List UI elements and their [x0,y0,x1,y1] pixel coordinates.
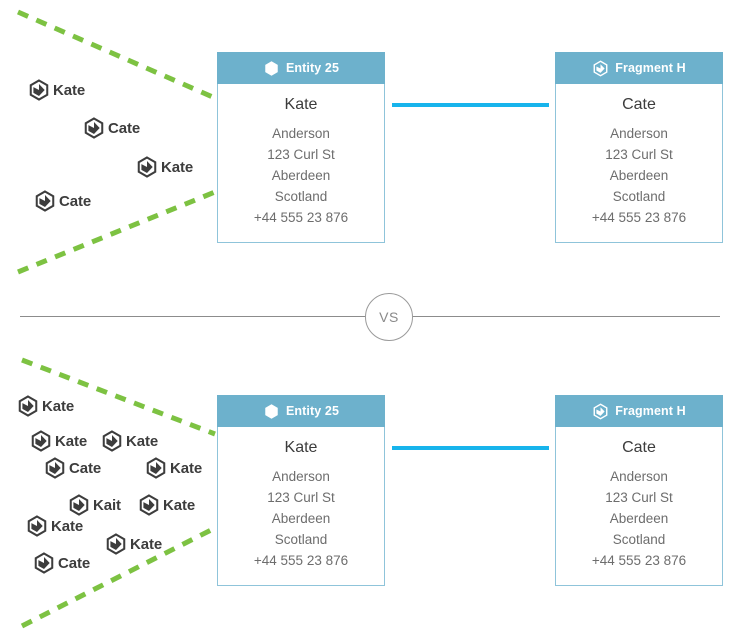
list-item-label: Kate [161,158,194,176]
entity-card-body: Kate Anderson 123 Curl St Aberdeen Scotl… [218,427,384,585]
record-field: 123 Curl St [605,490,673,505]
hexagon-fragment-icon [592,59,609,77]
hexagon-fragment-icon [105,533,127,555]
list-item-label: Cate [69,459,102,477]
list-item[interactable]: Kate [138,494,195,516]
list-item-label: Kate [55,432,88,450]
hexagon-fragment-icon [101,430,123,452]
list-item-label: Kate [42,397,75,415]
record-name: Cate [622,439,656,456]
hexagon-fragment-icon [145,457,167,479]
vs-badge: VS [365,293,413,341]
record-field: Aberdeen [271,511,331,526]
list-item-label: Cate [59,192,92,210]
entity-card-title: Entity 25 [286,61,339,75]
comparison-panel-bottom: Kate Kate Kate [0,336,740,634]
record-field: +44 555 23 876 [253,210,349,225]
list-item-label: Cate [108,119,141,137]
divider-rule-left [20,316,365,317]
vs-divider: VS [0,293,740,341]
list-item[interactable]: Cate [33,552,90,574]
list-item-label: Kate [130,535,163,553]
list-item[interactable]: Kate [101,430,158,452]
entity-card-body: Kate Anderson 123 Curl St Aberdeen Scotl… [218,84,384,242]
record-field: Anderson [610,126,668,141]
entity-record-card[interactable]: Entity 25 Kate Anderson 123 Curl St Aber… [217,52,385,243]
record-field: 123 Curl St [267,490,335,505]
entity-card-header: Entity 25 [217,52,385,84]
hexagon-fragment-icon [28,79,50,101]
entity-card-title: Entity 25 [286,404,339,418]
entity-record-card[interactable]: Entity 25 Kate Anderson 123 Curl St Aber… [217,395,385,586]
match-connector-line [392,103,549,107]
list-item-label: Cate [58,554,91,572]
fragment-card-title: Fragment H [615,404,686,418]
record-field: +44 555 23 876 [253,553,349,568]
fragment-record-card[interactable]: Fragment H Cate Anderson 123 Curl St Abe… [555,52,723,243]
hexagon-fragment-icon [30,430,52,452]
hexagon-fragment-icon [17,395,39,417]
record-field: 123 Curl St [605,147,673,162]
entity-node-cluster-bottom: Kate Kate Kate [0,336,740,634]
record-field: +44 555 23 876 [591,553,687,568]
vs-label: VS [379,309,399,325]
hexagon-solid-icon [263,403,280,420]
dashed-cone-top [0,0,740,300]
fragment-card-body: Cate Anderson 123 Curl St Aberdeen Scotl… [556,427,722,585]
list-item-label: Kate [51,517,84,535]
record-field: Scotland [612,189,666,204]
list-item[interactable]: Cate [44,457,101,479]
fragment-card-body: Cate Anderson 123 Curl St Aberdeen Scotl… [556,84,722,242]
hexagon-fragment-icon [44,457,66,479]
list-item[interactable]: Kait [68,494,121,516]
fragment-card-header: Fragment H [555,395,723,427]
hexagon-fragment-icon [68,494,90,516]
list-item-label: Kait [93,496,121,514]
divider-rule-right [412,316,720,317]
entity-card-header: Entity 25 [217,395,385,427]
dashed-cone-bottom [0,336,740,634]
hexagon-solid-icon [263,60,280,77]
record-field: Aberdeen [271,168,331,183]
entity-node-cluster-top: Kate Cate Kate [0,0,740,300]
record-field: +44 555 23 876 [591,210,687,225]
record-field: Anderson [272,126,330,141]
list-item[interactable]: Kate [26,515,83,537]
list-item[interactable]: Cate [34,190,91,212]
list-item[interactable]: Kate [30,430,87,452]
record-field: 123 Curl St [267,147,335,162]
hexagon-fragment-icon [33,552,55,574]
list-item[interactable]: Kate [145,457,202,479]
record-field: Scotland [274,189,328,204]
list-item-label: Kate [53,81,86,99]
match-connector-line [392,446,549,450]
fragment-record-card[interactable]: Fragment H Cate Anderson 123 Curl St Abe… [555,395,723,586]
record-name: Kate [284,439,318,456]
hexagon-fragment-icon [34,190,56,212]
record-field: Anderson [610,469,668,484]
list-item[interactable]: Cate [83,117,140,139]
record-field: Scotland [612,532,666,547]
hexagon-fragment-icon [138,494,160,516]
list-item-label: Kate [126,432,159,450]
list-item[interactable]: Kate [17,395,74,417]
hexagon-fragment-icon [136,156,158,178]
list-item-label: Kate [163,496,196,514]
list-item[interactable]: Kate [136,156,193,178]
record-field: Scotland [274,532,328,547]
list-item-label: Kate [170,459,203,477]
hexagon-fragment-icon [83,117,105,139]
comparison-panel-top: Kate Cate Kate [0,0,740,300]
fragment-card-header: Fragment H [555,52,723,84]
hexagon-fragment-icon [26,515,48,537]
record-name: Cate [622,96,656,113]
hexagon-fragment-icon [592,402,609,420]
list-item[interactable]: Kate [105,533,162,555]
list-item[interactable]: Kate [28,79,85,101]
fragment-card-title: Fragment H [615,61,686,75]
record-name: Kate [284,96,318,113]
record-field: Anderson [272,469,330,484]
record-field: Aberdeen [609,168,669,183]
record-field: Aberdeen [609,511,669,526]
